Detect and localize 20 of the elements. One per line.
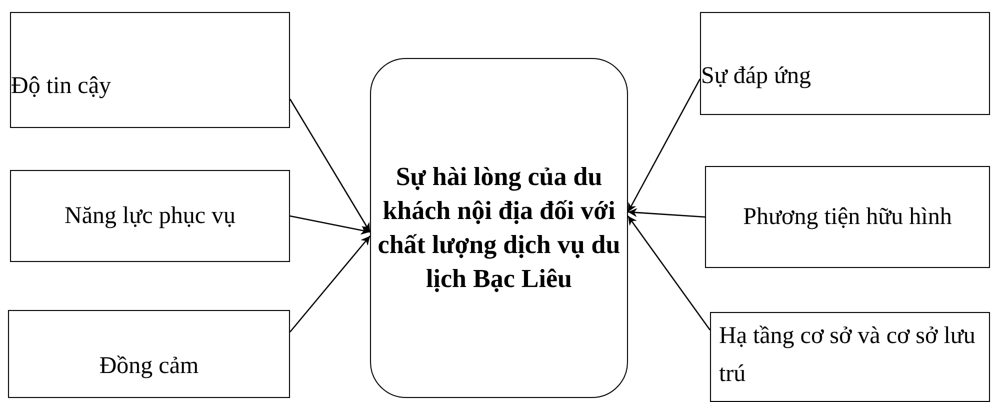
arrow xyxy=(628,208,706,218)
arrow xyxy=(290,215,370,235)
factor-label: Sự đáp ứng xyxy=(701,62,812,90)
factor-label: Phương tiện hữu hình xyxy=(742,203,953,232)
factor-label: Hạ tầng cơ sở và cơ sở lưu trú xyxy=(719,322,976,389)
arrow xyxy=(290,236,370,332)
factor-label: Độ tin cậy xyxy=(11,72,111,101)
rounded-box xyxy=(370,58,628,398)
outcome-label: Sự hài lòng của du khách nội địa đối với chất lượng dịch vụ du lịch Bạc Liêu xyxy=(376,161,622,295)
factor-box xyxy=(8,310,290,398)
factor-label: Đồng cảm xyxy=(99,352,199,381)
factor-box xyxy=(10,170,290,262)
arrow xyxy=(627,216,711,330)
factor-box xyxy=(700,12,990,115)
arrow xyxy=(289,98,371,232)
factor-box xyxy=(710,312,990,402)
arrow xyxy=(627,78,701,212)
factor-box xyxy=(10,12,290,128)
factor-label: Năng lực phục vụ xyxy=(64,202,236,231)
factor-box xyxy=(705,166,990,268)
